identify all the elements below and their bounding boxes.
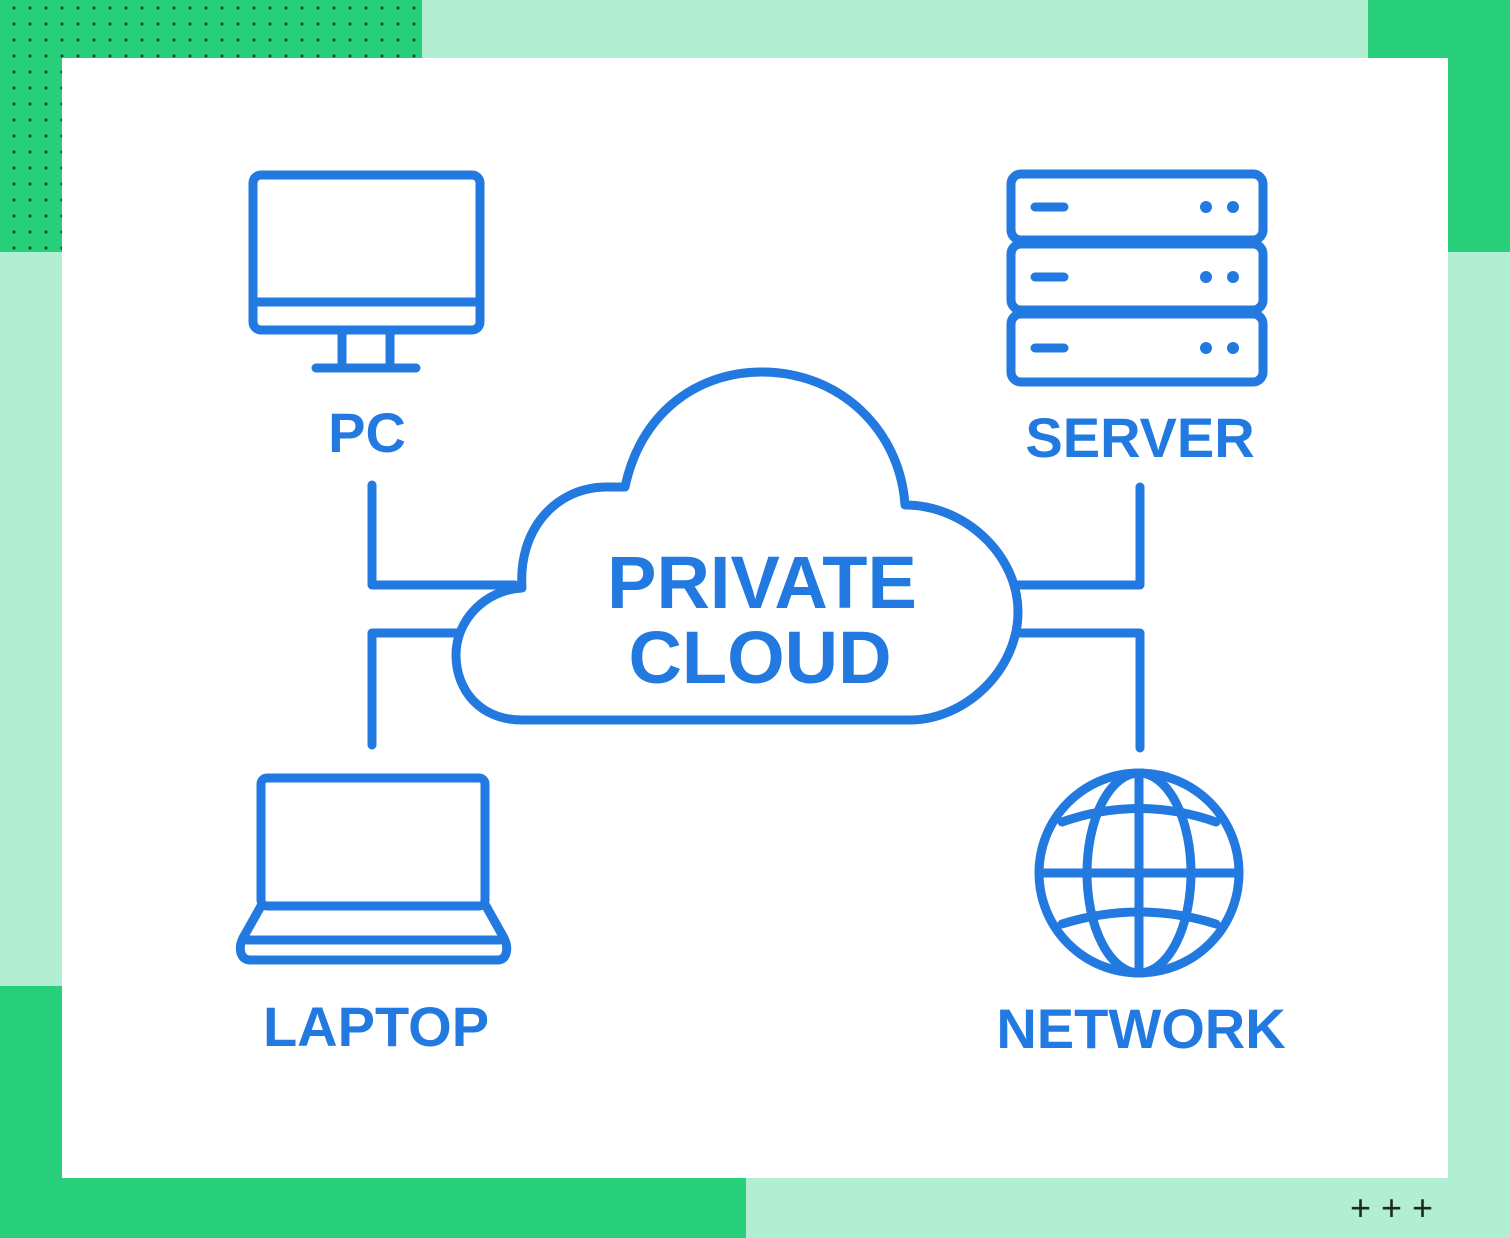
plus-marks-decoration: + + + [1350, 1187, 1434, 1228]
connector-server [1013, 482, 1145, 590]
globe-icon [1034, 768, 1244, 978]
connector-laptop [367, 628, 463, 750]
cloud-icon [451, 367, 1023, 725]
node-label-laptop: LAPTOP [263, 995, 489, 1058]
connector-network [1015, 628, 1145, 753]
cloud-title-line1: PRIVATE [607, 541, 917, 624]
cloud-title-line2: CLOUD [628, 616, 891, 699]
server-rack-icon [1006, 169, 1268, 387]
node-label-pc: PC [328, 401, 406, 464]
laptop-icon [235, 773, 512, 965]
node-label-network: NETWORK [996, 997, 1285, 1060]
connector-pc [367, 480, 520, 590]
node-label-server: SERVER [1025, 406, 1254, 469]
monitor-icon [248, 170, 485, 373]
